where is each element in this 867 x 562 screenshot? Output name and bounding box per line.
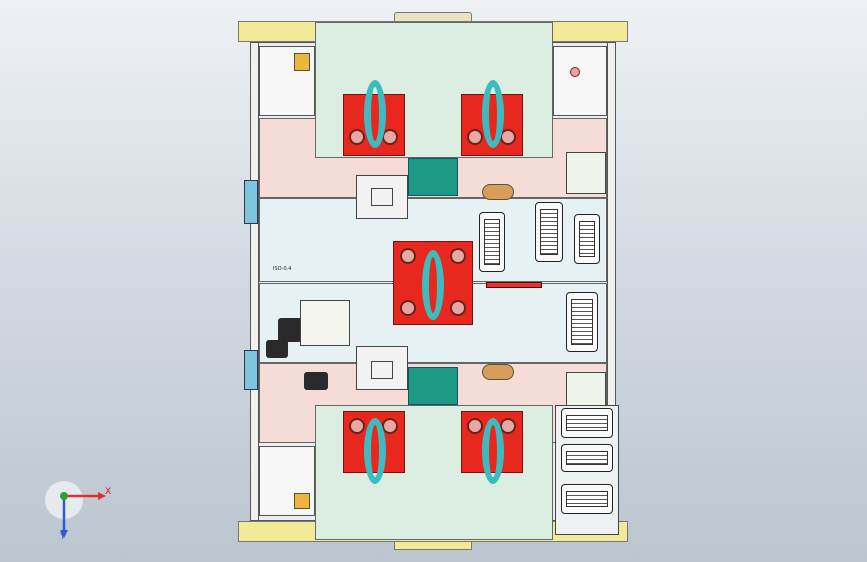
axis-x-label: X — [105, 487, 112, 497]
heavy-duty-connector-icon — [535, 202, 563, 262]
heavy-duty-connector-icon — [561, 444, 613, 472]
eye-bolt-icon — [364, 80, 386, 148]
part-label: ISO-0.4 — [273, 266, 292, 272]
eye-bolt-icon — [482, 418, 504, 484]
heavy-duty-connector-icon — [561, 408, 613, 438]
heavy-duty-connector-icon — [574, 214, 600, 264]
lower-clamp-block — [356, 346, 408, 390]
axis-y-label: Y — [60, 532, 66, 542]
heavy-duty-connector-icon — [479, 212, 505, 272]
solenoid-valve-icon — [278, 318, 302, 342]
right-mini-plate — [566, 152, 606, 194]
heavy-duty-connector-icon — [566, 292, 598, 352]
lower-teal-block — [408, 367, 458, 405]
cable-duct — [486, 282, 542, 288]
upper-teal-block — [408, 158, 458, 196]
right-upper-block — [553, 46, 607, 116]
eye-bolt-icon — [482, 80, 504, 148]
lower-latch-pad — [482, 364, 514, 380]
upper-latch-pad — [482, 184, 514, 200]
eye-bolt-icon — [364, 418, 386, 484]
upper-clamp-block — [356, 175, 408, 219]
left-side-strip — [250, 42, 259, 521]
left-port-upper — [244, 180, 258, 224]
top-locating-ring — [394, 12, 472, 22]
solenoid-valve-icon — [304, 372, 328, 390]
upper-left-bracket — [259, 46, 315, 116]
coordinate-triad-icon: X Y — [44, 478, 114, 548]
left-port-lower — [244, 350, 258, 390]
bottom-locating-ring — [394, 541, 472, 550]
right-mini-plate-lower — [566, 372, 606, 406]
solenoid-valve-icon — [266, 340, 288, 358]
valve-manifold — [300, 300, 350, 346]
lower-left-bracket — [259, 446, 315, 516]
heavy-duty-connector-icon — [561, 484, 613, 514]
eye-bolt-icon — [422, 250, 444, 320]
